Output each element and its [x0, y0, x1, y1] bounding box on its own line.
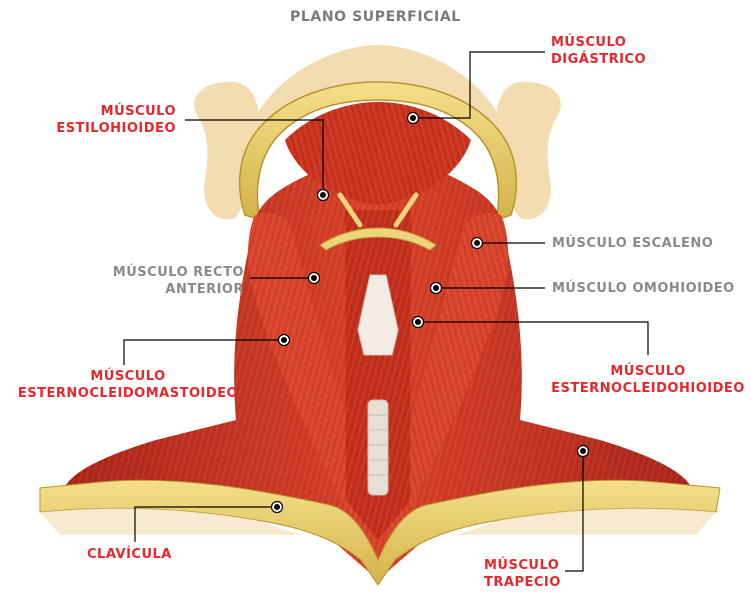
label-clavicula: CLAVÍCULA — [87, 546, 172, 563]
label-esternocleidohioideo-line2: ESTERNOCLEIDOHIOIDEO — [548, 380, 748, 397]
label-esternocleidomastoideo-line2: ESTERNOCLEIDOMASTOIDEO — [10, 385, 246, 402]
marker-estilohioideo — [318, 190, 329, 201]
label-recto-anterior-line2: ANTERIOR — [78, 281, 244, 298]
label-digastrico-line2: DIGÁSTRICO — [551, 51, 646, 68]
label-omohioideo: MÚSCULO OMOHIOIDEO — [552, 280, 735, 297]
label-recto-anterior: MÚSCULO RECTO ANTERIOR — [78, 264, 244, 298]
trachea — [368, 400, 388, 495]
marker-trapecio — [578, 446, 589, 457]
label-estilohioideo-line1: MÚSCULO — [52, 103, 176, 120]
marker-clavicula — [272, 502, 283, 513]
label-esternocleidomastoideo: MÚSCULO ESTERNOCLEIDOMASTOIDEO — [10, 368, 246, 402]
label-esternocleidohioideo-line1: MÚSCULO — [548, 363, 748, 380]
label-digastrico: MÚSCULO DIGÁSTRICO — [551, 34, 646, 68]
label-recto-anterior-line1: MÚSCULO RECTO — [78, 264, 244, 281]
marker-recto-anterior — [309, 273, 320, 284]
marker-omohioideo — [431, 283, 442, 294]
diagram-title: PLANO SUPERFICIAL — [290, 9, 461, 26]
label-esternocleidohioideo: MÚSCULO ESTERNOCLEIDOHIOIDEO — [548, 363, 748, 397]
marker-esternocleidohioideo — [413, 317, 424, 328]
marker-esternocleidomastoideo — [279, 335, 290, 346]
label-trapecio: MÚSCULO TRAPECIO — [484, 557, 561, 591]
label-trapecio-line1: MÚSCULO — [484, 557, 561, 574]
label-escaleno-line1: MÚSCULO ESCALENO — [552, 235, 713, 252]
label-estilohioideo-line2: ESTILOHIOIDEO — [52, 120, 176, 137]
label-trapecio-line2: TRAPECIO — [484, 574, 561, 591]
label-clavicula-line1: CLAVÍCULA — [87, 546, 172, 563]
marker-digastrico — [408, 113, 419, 124]
label-digastrico-line1: MÚSCULO — [551, 34, 646, 51]
marker-escaleno — [472, 238, 483, 249]
label-estilohioideo: MÚSCULO ESTILOHIOIDEO — [52, 103, 176, 137]
label-escaleno: MÚSCULO ESCALENO — [552, 235, 713, 252]
label-omohioideo-line1: MÚSCULO OMOHIOIDEO — [552, 280, 735, 297]
label-esternocleidomastoideo-line1: MÚSCULO — [10, 368, 246, 385]
